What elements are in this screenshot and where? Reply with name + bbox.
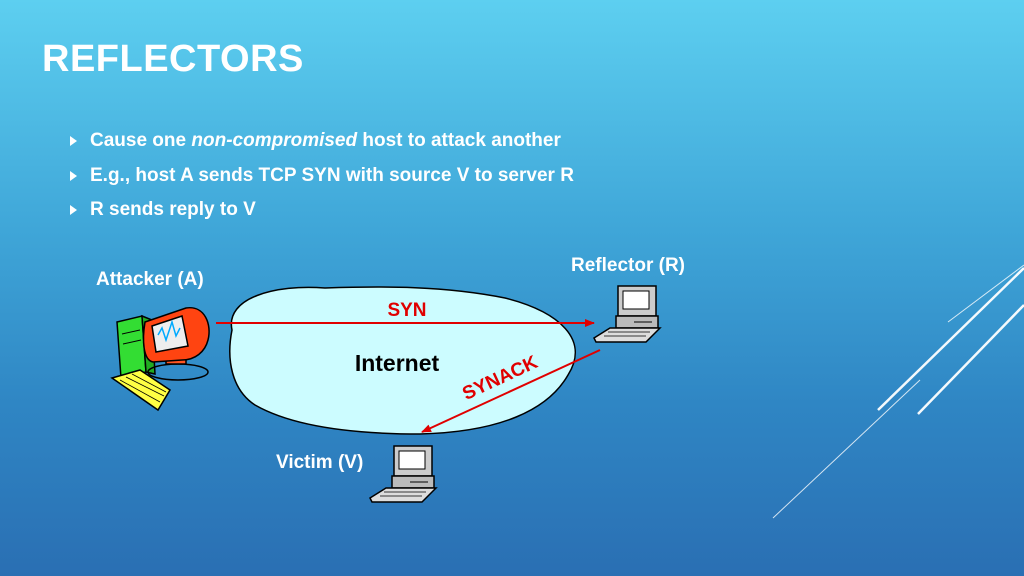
reflector-computer-icon	[593, 285, 662, 343]
bullet-list: Cause one non-compromised host to attack…	[70, 124, 574, 228]
slide-title: REFLECTORS	[42, 38, 304, 80]
bullet-triangle-icon	[70, 170, 77, 181]
reflector-label: Reflector (R)	[571, 255, 686, 276]
decorative-lines	[772, 264, 1024, 519]
bullet-item-1: Cause one non-compromised host to attack…	[70, 124, 574, 159]
attacker-label: Attacker (A)	[96, 269, 204, 290]
bullet-text-pre: Cause one	[90, 130, 187, 152]
bullet-item-2: E.g., host A sends TCP SYN with source V…	[70, 159, 574, 194]
synack-arrow	[421, 349, 601, 433]
victim-computer-icon	[369, 445, 438, 503]
victim-label: Victim (V)	[276, 452, 364, 473]
attacker-computer-icon	[110, 307, 210, 412]
bullet-text-post: host to attack another	[362, 130, 561, 152]
bullet-text: R sends reply to V	[90, 199, 256, 221]
internet-label: Internet	[355, 350, 440, 376]
syn-label: SYN	[387, 300, 426, 321]
bullet-text-emphasis: non-compromised	[191, 130, 358, 152]
bullet-triangle-icon	[70, 136, 77, 147]
bullet-text: E.g., host A sends TCP SYN with source V…	[90, 164, 574, 186]
bullet-triangle-icon	[70, 205, 77, 216]
bullet-item-3: R sends reply to V	[70, 193, 574, 228]
